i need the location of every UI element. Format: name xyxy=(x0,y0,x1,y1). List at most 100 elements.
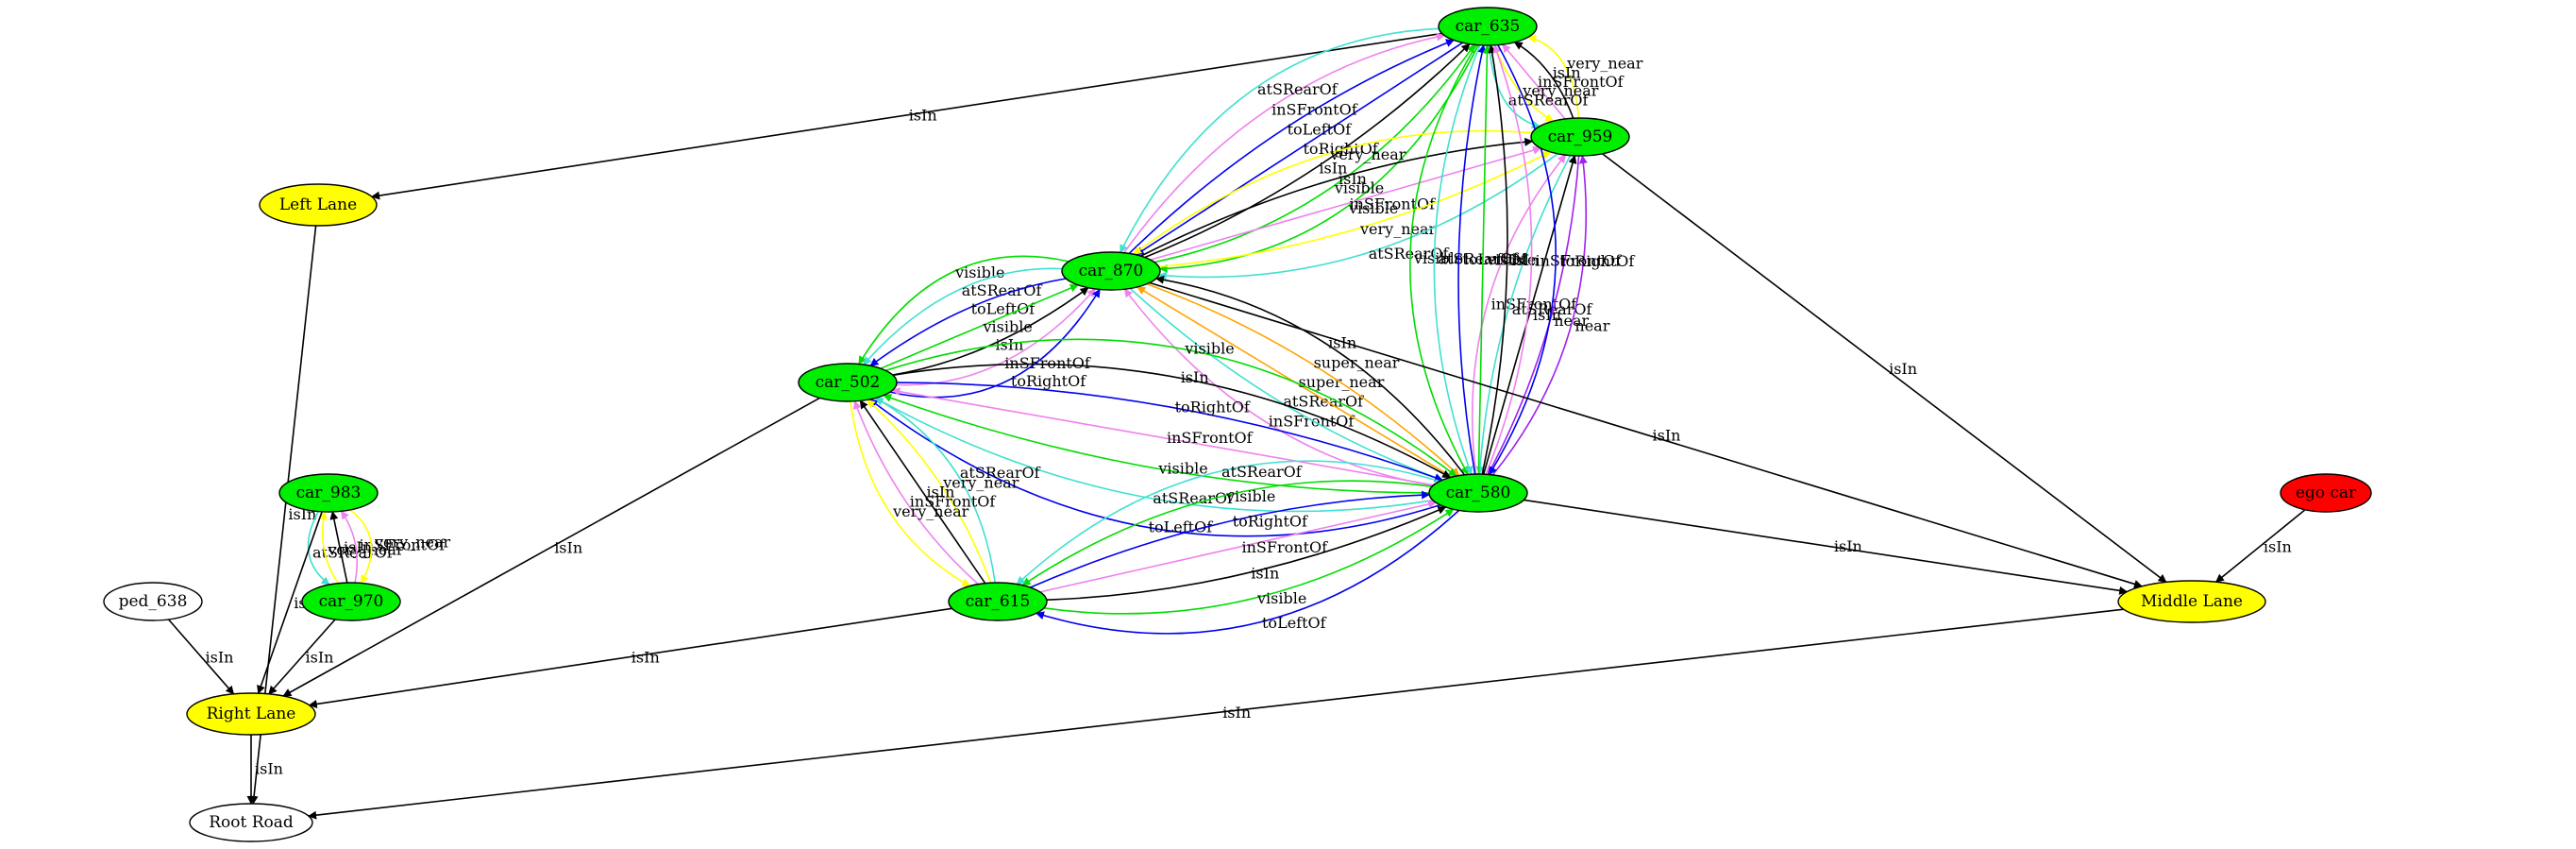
edge-car_970-right_lane-isIn xyxy=(268,619,336,695)
edge-label: isIn xyxy=(1328,333,1356,351)
node-label: car_983 xyxy=(296,484,362,502)
edge-car_580-car_502-atSRearOf xyxy=(874,397,1434,513)
edge-car_983-right_lane-isIn xyxy=(257,511,323,694)
edge-car_870-car_959-very_near xyxy=(1158,151,1552,268)
edge-label: isIn xyxy=(1339,170,1367,188)
edge-car_502-car_615-very_near xyxy=(850,400,971,587)
edge-label: visible xyxy=(1486,251,1536,269)
edge-label: inSFrontOf xyxy=(1004,354,1091,372)
edge-label: inSFrontOf xyxy=(1538,73,1625,91)
edge-car_635-car_580-visible xyxy=(1409,44,1477,476)
edge-car_580-car_635-isIn xyxy=(1481,44,1508,475)
edge-label: toLeftOf xyxy=(1149,518,1214,535)
edge-label: toLeftOf xyxy=(1288,120,1353,138)
edge-car_502-car_870-visible xyxy=(880,283,1079,369)
edge-car_502-right_lane-isIn xyxy=(282,397,820,697)
node-ellipse xyxy=(103,582,203,621)
edge-car_635-left_lane-isIn xyxy=(371,32,1442,200)
node-ellipse xyxy=(259,183,378,227)
edge-car_959-middle_lane-isIn xyxy=(1602,153,2167,584)
edge-label: inSFrontOf xyxy=(1536,252,1623,270)
edge-car_959-car_635-isIn xyxy=(1513,42,1574,119)
edge-label: inSFrontOf xyxy=(1350,195,1437,213)
edge-label: atSRearOf xyxy=(1283,393,1364,411)
edge-label: super_near xyxy=(1314,353,1400,371)
node-label: car_959 xyxy=(1548,127,1613,146)
node-ellipse xyxy=(189,803,313,842)
edge-label: visible xyxy=(1413,249,1463,267)
edge-car_580-car_635-toLeftOf xyxy=(1457,44,1487,475)
edge-label: isIn xyxy=(344,538,372,556)
edge-car_615-car_580-visible xyxy=(1043,508,1455,615)
edge-label: toLeftOf xyxy=(1462,250,1527,268)
edge-car_580-middle_lane-isIn xyxy=(1524,499,2129,595)
node-label: car_615 xyxy=(966,592,1031,611)
edge-label: toLeftOf xyxy=(1262,614,1327,632)
edge-label: visible xyxy=(1184,340,1234,358)
edge-car_635-car_959-atSRearOf xyxy=(1488,44,1541,129)
edge-label: visible xyxy=(1256,589,1306,607)
node-label: Right Lane xyxy=(207,705,296,723)
node-ellipse xyxy=(301,582,401,621)
edge-label: atSRearOf xyxy=(962,281,1043,299)
node-ellipse xyxy=(2280,473,2372,513)
edge-label: very_near xyxy=(942,473,1019,491)
edge-label: isIn xyxy=(1653,427,1681,445)
edge-car_580-car_959-isIn xyxy=(1482,155,1577,475)
edge-ego_car-middle_lane-isIn xyxy=(2215,509,2306,583)
edge-car_959-car_635-inSFrontOf xyxy=(1502,43,1566,120)
edge-car_870-car_635-isIn xyxy=(1144,42,1471,259)
edge-label: isIn xyxy=(2264,537,2292,555)
node-car-580: car_580 xyxy=(1428,473,1528,513)
node-label: ego car xyxy=(2296,484,2357,502)
node-car-635: car_635 xyxy=(1438,7,1538,46)
edge-label: isIn xyxy=(631,649,660,667)
node-car-983: car_983 xyxy=(278,473,379,513)
edge-car_970-car_983-isIn xyxy=(329,511,348,584)
edge-car_870-car_959-inSFrontOf xyxy=(1150,145,1542,261)
edge-car_615-car_580-isIn xyxy=(1046,506,1447,601)
edge-car_870-car_635-visible xyxy=(1153,43,1475,263)
edge-car_580-car_502-toLeftOf xyxy=(868,399,1441,537)
edge-label: isIn xyxy=(1251,564,1279,582)
node-car-615: car_615 xyxy=(948,582,1048,621)
edge-car_959-car_870-very_near xyxy=(1133,129,1533,255)
edge-label: near xyxy=(1574,317,1609,335)
edge-label: isIn xyxy=(1553,64,1581,82)
node-ellipse xyxy=(2117,580,2266,623)
edge-car_870-car_635-inSFrontOf xyxy=(1123,32,1445,254)
edge-car_580-car_615-toLeftOf xyxy=(1035,509,1460,635)
node-right-lane: Right Lane xyxy=(186,692,316,736)
edge-label: isIn xyxy=(306,648,334,666)
edge-label: very_near xyxy=(1359,220,1437,238)
edge-car_580-car_635-visible xyxy=(1477,44,1491,475)
edge-car_580-car_959-inSFrontOf xyxy=(1471,154,1567,475)
edge-label: visible xyxy=(1348,199,1398,217)
node-ellipse xyxy=(278,473,379,513)
edge-car_870-car_580-atSRearOf xyxy=(1129,287,1443,482)
edge-label: very_near xyxy=(1566,54,1643,72)
edge-car_615-car_580-toRightOf xyxy=(1030,490,1431,588)
edge-car_580-car_502-visible xyxy=(883,394,1430,494)
edge-label: atSRearOf xyxy=(1508,92,1590,110)
node-car-502: car_502 xyxy=(798,363,898,402)
edge-label: atSRearOf xyxy=(1153,489,1234,507)
nodes-layer: car_635car_959car_870car_502car_580car_9… xyxy=(103,7,2372,842)
edge-car_580-car_870-inSFrontOf xyxy=(1123,288,1434,486)
node-label: car_580 xyxy=(1446,484,1511,502)
edge-label: atSRearOf xyxy=(1257,80,1339,98)
edge-car_870-car_580-super_near xyxy=(1146,282,1460,477)
edge-car_502-car_580-toRightOf xyxy=(896,382,1443,482)
edge-label: toLeftOf xyxy=(971,299,1036,317)
edge-car_502-car_870-isIn xyxy=(892,287,1089,376)
node-car-959: car_959 xyxy=(1530,117,1630,157)
edge-label: inSFrontOf xyxy=(1242,538,1329,556)
edge-car_870-car_502-visible xyxy=(858,255,1069,365)
edge-label: toRightOf xyxy=(1011,372,1086,390)
node-label: ped_638 xyxy=(119,592,188,611)
edge-label: isIn xyxy=(927,484,955,501)
edge-car_502-car_580-isIn xyxy=(892,363,1452,479)
edge-label: inSFrontOf xyxy=(1167,429,1254,447)
edge-label: inSFrontOf xyxy=(1271,101,1358,119)
node-label: Left Lane xyxy=(279,195,357,214)
